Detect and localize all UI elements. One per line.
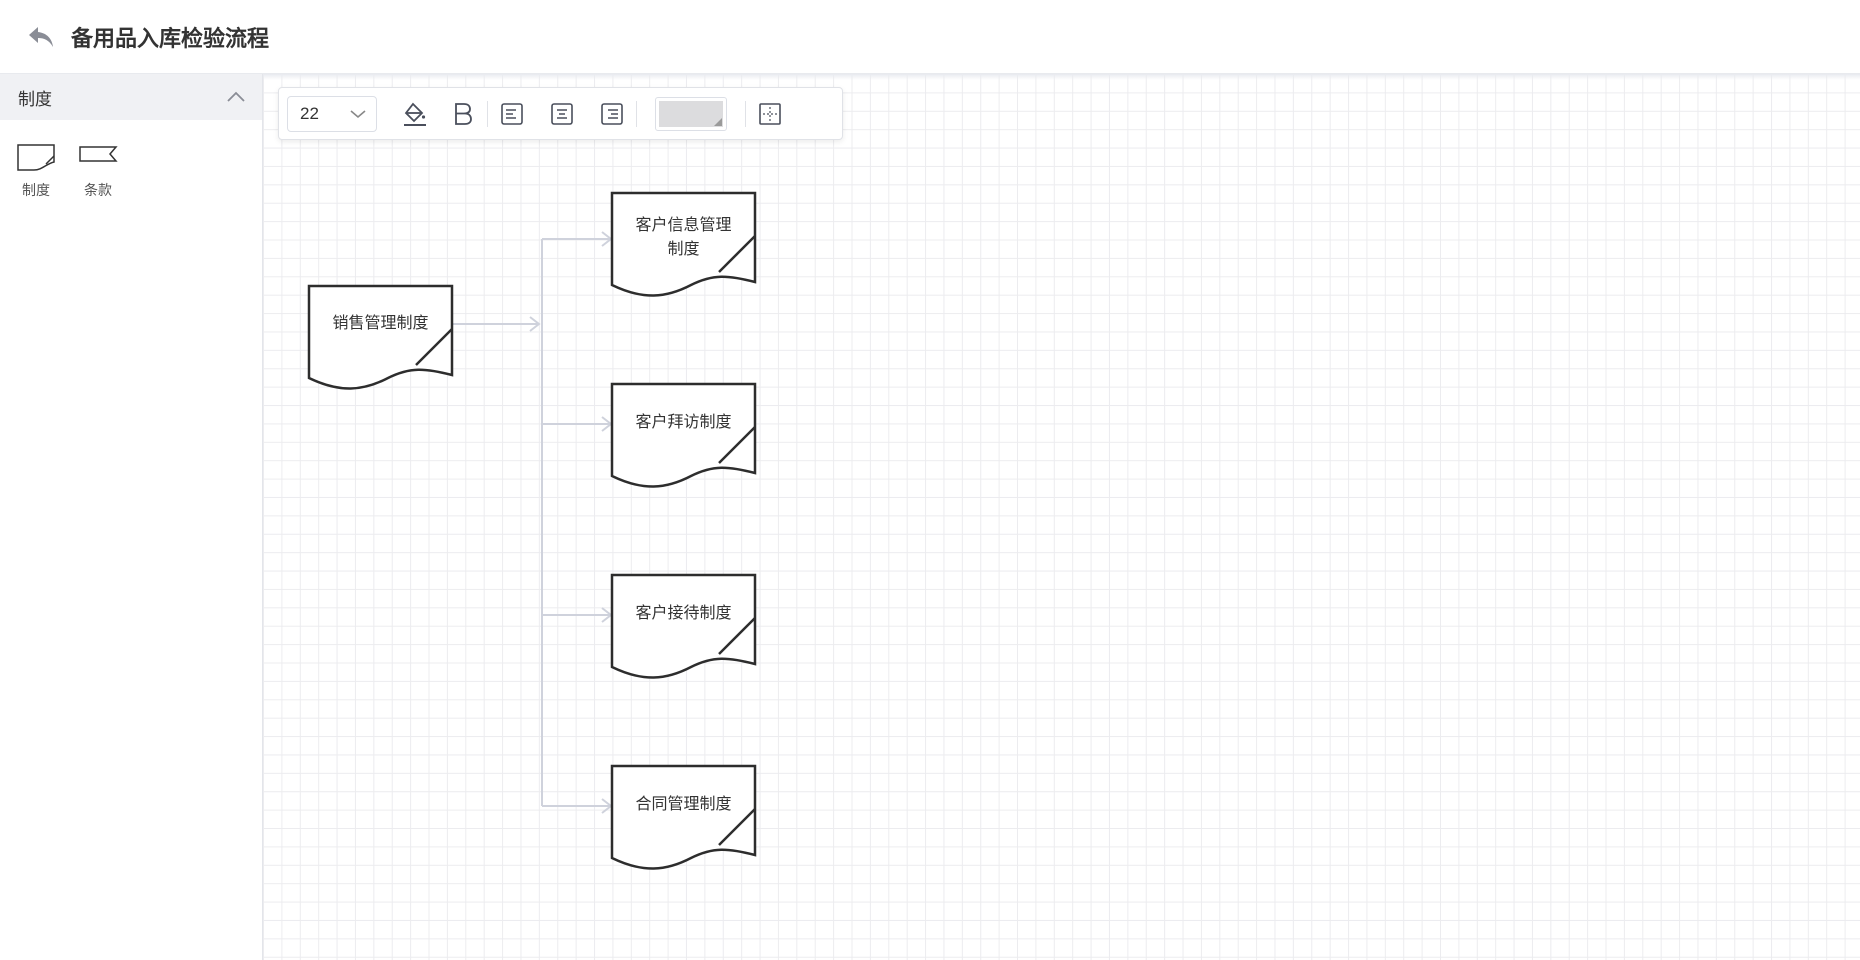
- align-right-button[interactable]: [594, 96, 630, 132]
- shape-label: 制度: [22, 182, 50, 198]
- border-icon: [759, 102, 781, 125]
- node-child-4[interactable]: [610, 764, 757, 870]
- toolbar-divider: [745, 100, 746, 127]
- toolbar-divider: [487, 100, 488, 127]
- document-shape-icon: [17, 144, 55, 171]
- panel-header-zhidu[interactable]: 制度: [0, 74, 262, 120]
- back-button[interactable]: [23, 19, 59, 55]
- app-header: 备用品入库检验流程: [0, 0, 1860, 74]
- fill-bucket-button[interactable]: [397, 96, 433, 132]
- color-picker[interactable]: [655, 96, 727, 131]
- panel-title: 制度: [18, 89, 52, 109]
- format-toolbar: 22: [278, 87, 843, 140]
- diagram-canvas[interactable]: [263, 74, 1860, 960]
- border-button[interactable]: [752, 96, 788, 132]
- align-left-icon: [501, 102, 523, 125]
- chevron-down-icon: [350, 109, 366, 118]
- align-center-icon: [551, 102, 573, 125]
- shape-palette: 制度 条款: [0, 120, 262, 200]
- font-size-select[interactable]: 22: [287, 95, 377, 132]
- node-child-2-label: 客户拜访制度: [635, 414, 732, 431]
- node-child-4-label: 合同管理制度: [635, 796, 732, 813]
- node-child-2[interactable]: [610, 382, 757, 488]
- shape-item-tiaokuan[interactable]: 条款: [79, 142, 142, 200]
- align-center-button[interactable]: [544, 96, 580, 132]
- node-root-label: 销售管理制度: [332, 315, 429, 332]
- align-left-button[interactable]: [494, 96, 530, 132]
- font-size-value: 22: [300, 103, 319, 123]
- shape-sidebar: 制度 制度 条款: [0, 74, 263, 960]
- connector-lines: [453, 231, 613, 814]
- color-swatch-fill: [659, 100, 723, 127]
- node-child-1-label-line-2: 制度: [667, 241, 700, 258]
- shape-label: 条款: [84, 182, 112, 198]
- align-right-icon: [601, 102, 623, 125]
- fill-bucket-icon: [404, 102, 426, 126]
- page-title: 备用品入库检验流程: [71, 25, 270, 51]
- node-child-1-label-line-1: 客户信息管理: [635, 217, 732, 234]
- shape-item-zhidu[interactable]: 制度: [17, 142, 80, 200]
- bold-icon: [455, 102, 472, 125]
- toolbar-divider: [636, 100, 637, 127]
- node-child-3[interactable]: [610, 573, 757, 679]
- node-child-3-label: 客户接待制度: [635, 605, 732, 622]
- connector-arrowhead: [529, 316, 541, 332]
- canvas-top-shadow: [263, 74, 1860, 80]
- bold-button[interactable]: [445, 96, 481, 132]
- node-child-1[interactable]: [610, 191, 757, 297]
- color-picker-corner-icon: [714, 117, 722, 126]
- chevron-up-icon[interactable]: [226, 91, 246, 103]
- back-arrow-icon: [29, 26, 53, 47]
- flag-shape-icon: [79, 146, 118, 162]
- node-root[interactable]: [307, 284, 454, 390]
- node-child-1-label: 客户信息管理 制度: [612, 214, 755, 262]
